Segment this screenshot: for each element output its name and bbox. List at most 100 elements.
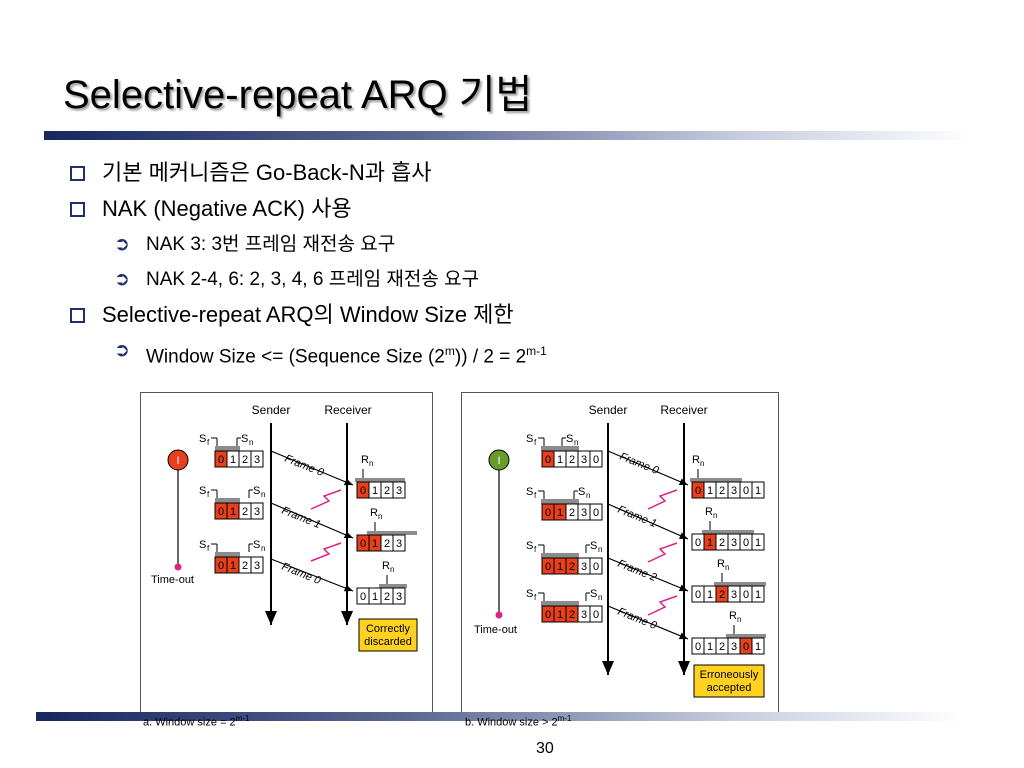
rn-label: R [717, 558, 725, 570]
bullet-item: NAK (Negative ACK) 사용 [64, 194, 964, 230]
seq-cell: 1 [372, 591, 378, 603]
sn-sub: n [249, 438, 253, 447]
lost-ack-icon [310, 542, 342, 562]
result-note [358, 618, 418, 652]
rn-label: R [382, 560, 390, 572]
seq-cell: 2 [719, 641, 725, 653]
bullet-list: 기본 메커니즘은 Go-Back-N과 흡사 NAK (Negative ACK… [64, 158, 964, 371]
timeout-label: Time-out [151, 574, 194, 586]
arrow-bullet-icon: ➲ [114, 340, 130, 361]
seq-cell: 3 [254, 506, 260, 518]
page-title: Selective-repeat ARQ 기법 [63, 73, 533, 117]
seq-cell: 3 [731, 485, 737, 497]
seq-cell: 3 [396, 538, 402, 550]
sf-sub: f [207, 490, 210, 499]
seq-cell: 0 [743, 641, 749, 653]
caption-a-text: a. Window size = 2 [143, 716, 236, 729]
rn-sub: n [725, 563, 729, 572]
seq-cell: 3 [396, 591, 402, 603]
seq-cell: 0 [218, 506, 224, 518]
seq-cell: 2 [242, 506, 248, 518]
formula-mid: )) / 2 = 2 [454, 346, 527, 368]
seq-cell: 3 [731, 537, 737, 549]
seq-cell: 0 [593, 507, 599, 519]
sn-label: S [566, 433, 573, 445]
frame-label: Frame 0 [618, 451, 661, 478]
seq-cell: 2 [569, 609, 575, 621]
seq-cell: 0 [360, 591, 366, 603]
rn-sub: n [737, 615, 741, 624]
rn-sub: n [700, 459, 704, 468]
seq-cell: 0 [545, 561, 551, 573]
sn-label: S [590, 588, 597, 600]
sn-sub: n [574, 438, 578, 447]
seq-cell: 2 [242, 560, 248, 572]
bullet-text: NAK (Negative ACK) 사용 [102, 196, 352, 221]
seq-cell: 0 [218, 560, 224, 572]
seq-cell: 0 [695, 485, 701, 497]
seq-cell: 0 [360, 538, 366, 550]
frame-arrow [607, 450, 689, 486]
seq-cell: 2 [242, 454, 248, 466]
seq-cell: 1 [707, 485, 713, 497]
lost-ack-icon [310, 489, 342, 510]
square-bullet-icon [70, 202, 85, 217]
frame-label: Frame 0 [283, 453, 326, 480]
rn-sub: n [390, 565, 394, 574]
rn-label: R [729, 610, 737, 622]
sn-label: S [241, 433, 248, 445]
rn-label: R [370, 507, 378, 519]
seq-cell: 0 [545, 454, 551, 466]
seq-cell: 1 [557, 561, 563, 573]
rn-sub: n [713, 511, 717, 520]
seq-cell: 0 [743, 537, 749, 549]
caption-b-text: b. Window size > 2 [465, 716, 558, 729]
seq-cell: 1 [755, 485, 761, 497]
sf-label: S [526, 486, 533, 498]
formula-bullet: ➲Window Size <= (Sequence Size (2m)) / 2… [64, 336, 964, 371]
seq-cell: 0 [695, 537, 701, 549]
seq-cell: 2 [719, 485, 725, 497]
seq-cell: 0 [695, 589, 701, 601]
seq-cell: 2 [719, 537, 725, 549]
seq-cell: 0 [743, 589, 749, 601]
arrow-bullet-icon: ➲ [114, 269, 130, 290]
seq-cell: 3 [581, 507, 587, 519]
sn-sub: n [598, 593, 602, 602]
frame-arrow [270, 502, 354, 539]
footer-divider [36, 712, 966, 721]
frame-label: Frame 1 [280, 505, 322, 531]
seq-cell: 3 [731, 589, 737, 601]
sf-sub: f [534, 438, 537, 447]
timeout-dot [495, 611, 503, 619]
sf-label: S [199, 539, 206, 551]
sn-sub: n [586, 491, 590, 500]
seq-cell: 3 [581, 561, 587, 573]
lost-ack-icon [647, 542, 678, 563]
sub-bullet-text: NAK 2-4, 6: 2, 3, 4, 6 프레임 재전송 요구 [146, 269, 480, 290]
sn-label: S [590, 540, 597, 552]
arrow-bullet-icon: ➲ [114, 234, 130, 255]
seq-cell: 2 [384, 538, 390, 550]
sf-sub: f [207, 544, 210, 553]
sub-bullet-item: ➲NAK 3: 3번 프레임 재전송 요구 [64, 230, 964, 265]
sn-label: S [253, 539, 260, 551]
seq-cell: 1 [557, 454, 563, 466]
seq-cell: 3 [731, 641, 737, 653]
seq-cell: 3 [581, 454, 587, 466]
seq-cell: 3 [254, 454, 260, 466]
seq-cell: 0 [545, 507, 551, 519]
sn-sub: n [261, 490, 265, 499]
frame-arrow [607, 503, 689, 540]
lost-ack-icon [647, 595, 678, 616]
